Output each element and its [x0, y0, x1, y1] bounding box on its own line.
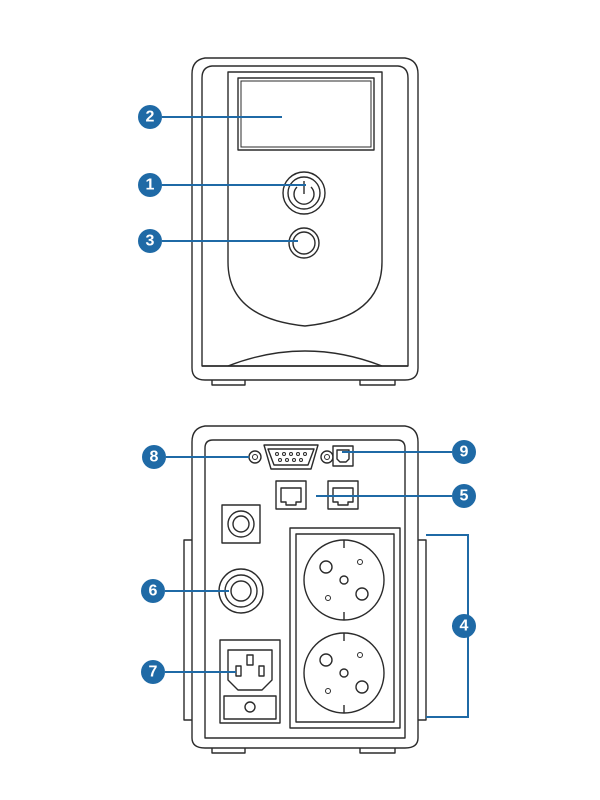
- callout-2-number: 2: [146, 109, 155, 126]
- power-button[interactable]: [282, 171, 326, 215]
- usb-port[interactable]: [332, 445, 354, 467]
- callout-6-number: 6: [149, 583, 158, 600]
- callout-3-number: 3: [146, 233, 155, 250]
- callout-4: 4: [452, 614, 476, 638]
- ups-rear-view: [183, 425, 427, 754]
- callout-5-number: 5: [460, 488, 469, 505]
- callout-1: 1: [138, 173, 162, 197]
- front-face-panel: [227, 71, 383, 327]
- callout-5: 5: [452, 484, 476, 508]
- callout-3-circle: [138, 229, 162, 253]
- callout-4-circle: [452, 614, 476, 638]
- rear-right-recess: [418, 539, 427, 721]
- socket-bottom[interactable]: [303, 632, 385, 714]
- rear-foot-right: [359, 748, 396, 754]
- callout-9-circle: [452, 440, 476, 464]
- rear-inner-panel: [204, 439, 406, 739]
- socket-top[interactable]: [303, 539, 385, 621]
- callout-2-circle: [138, 105, 162, 129]
- callout-7: 7: [141, 660, 165, 684]
- ups-front-view: [191, 57, 419, 386]
- lcd-display-inner: [240, 80, 372, 148]
- callout-8: 8: [142, 445, 166, 469]
- callout-9: 9: [452, 440, 476, 464]
- serial-port[interactable]: [248, 444, 334, 470]
- front-foot-right: [359, 380, 396, 386]
- callout-2: 2: [138, 105, 162, 129]
- front-base-arch: [227, 350, 383, 367]
- callout-8-circle: [142, 445, 166, 469]
- callout-4-number: 4: [460, 618, 469, 635]
- rear-foot-left: [211, 748, 246, 754]
- power-icon: [293, 186, 315, 205]
- function-button[interactable]: [288, 227, 320, 259]
- callout-5-circle: [452, 484, 476, 508]
- output-sockets[interactable]: [289, 527, 401, 729]
- callout-1-number: 1: [146, 177, 155, 194]
- callout-8-number: 8: [150, 449, 159, 466]
- callout-3: 3: [138, 229, 162, 253]
- lcd-display: [237, 77, 375, 151]
- ground-connector[interactable]: [221, 504, 261, 544]
- callout-7-circle: [141, 660, 165, 684]
- rear-left-recess: [183, 539, 192, 721]
- callout-6: 6: [141, 579, 165, 603]
- callout-9-number: 9: [460, 444, 469, 461]
- callout-7-number: 7: [149, 664, 158, 681]
- callout-1-circle: [138, 173, 162, 197]
- callout-6-circle: [141, 579, 165, 603]
- ac-input[interactable]: [219, 639, 281, 724]
- front-foot-left: [211, 380, 246, 386]
- rj45-port-in[interactable]: [275, 480, 307, 510]
